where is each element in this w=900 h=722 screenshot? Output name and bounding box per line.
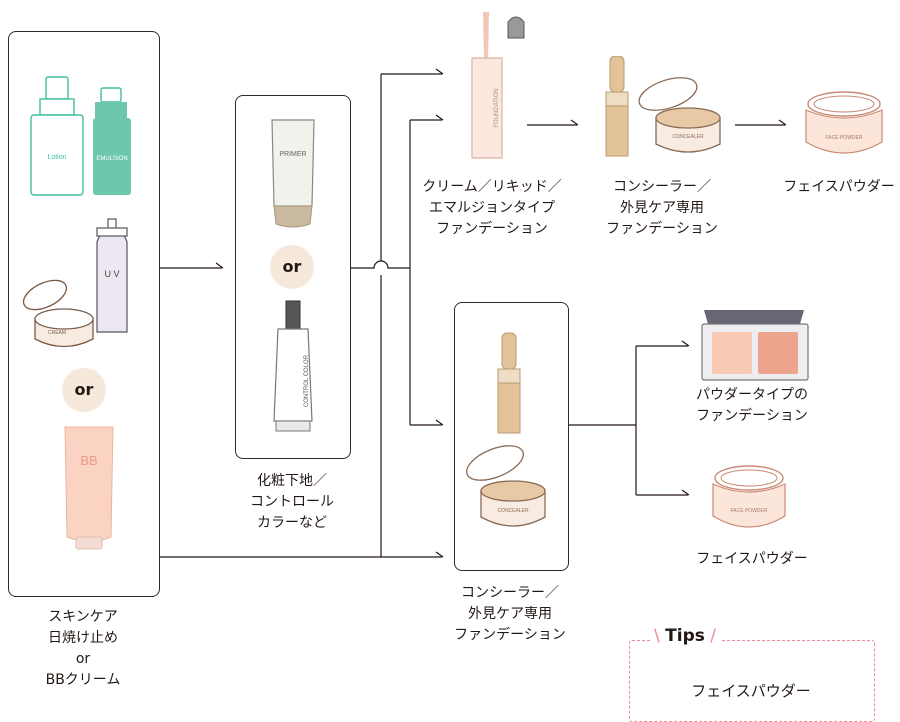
cream-label: CREAM xyxy=(48,330,66,336)
primer-label: PRIMER xyxy=(279,151,306,158)
or-badge: or xyxy=(62,368,106,412)
connector-primer-to-branch xyxy=(350,260,410,269)
arrowhead xyxy=(215,262,224,269)
concealer-top-label: コンシーラー／ 外見ケア専用 ファンデーション xyxy=(606,179,718,237)
primer-illustration: PRIMER CONTROL COLOR xyxy=(271,119,315,432)
lotion-label: Lotion xyxy=(47,154,66,161)
concealer-stick-icon xyxy=(605,56,629,157)
uv-label: U V xyxy=(104,269,119,279)
concealer-jar-icon: CONCEALER xyxy=(466,445,546,527)
arrowhead xyxy=(435,419,444,426)
face-powder-bottom-icon: FACE POWDER xyxy=(712,465,786,528)
arrowhead xyxy=(570,119,579,126)
primer-tube-icon: PRIMER xyxy=(271,119,315,228)
face-powder-bottom-label: フェイスパウダー xyxy=(696,551,808,567)
face-powder-label: FACE POWDER xyxy=(826,135,863,141)
face-powder-top-icon: FACE POWDER xyxy=(805,91,883,154)
tips-body: フェイスパウダー xyxy=(691,682,811,700)
emulsion-bottle-icon: EMULSION xyxy=(93,87,131,195)
control-color-tube-icon: CONTROL COLOR xyxy=(273,300,313,432)
foundation-label: FOUNDATION xyxy=(494,88,500,127)
or-badge: or xyxy=(270,245,314,289)
face-powder-top-label: フェイスパウダー xyxy=(783,179,895,195)
concealer-jar-label: CONCEALER xyxy=(497,508,529,514)
concealer-stick-icon xyxy=(497,332,521,434)
concealer-bottom-label: コンシーラー／ 外見ケア専用 ファンデーション xyxy=(454,585,566,643)
arrowhead xyxy=(435,551,444,558)
tips-slash-left: \ xyxy=(654,626,666,646)
arrowhead xyxy=(681,489,690,496)
concealer-bottom-illustration: CONCEALER xyxy=(466,332,546,527)
primer-step-label: 化粧下地／ コントロール カラーなど xyxy=(250,473,334,531)
bb-tube-icon: BB xyxy=(64,426,114,550)
skincare-illustration: Lotion EMULSION U V CREAM BB xyxy=(22,76,131,550)
emulsion-label: EMULSION xyxy=(96,156,127,162)
bb-label: BB xyxy=(80,453,97,468)
uv-tube-icon: U V xyxy=(96,218,128,333)
powder-compact-icon xyxy=(701,310,809,381)
tips-slash-right: / xyxy=(704,626,716,646)
face-powder-label: FACE POWDER xyxy=(731,508,768,514)
arrowhead xyxy=(681,340,690,347)
control-color-label: CONTROL COLOR xyxy=(304,354,310,407)
arrowhead xyxy=(435,114,444,121)
arrowhead xyxy=(778,119,787,126)
tips-title: \ Tips / xyxy=(650,626,720,646)
skincare-step-label: スキンケア 日焼け止め or BBクリーム xyxy=(45,609,121,688)
concealer-jar-icon: CONCEALER xyxy=(638,77,721,153)
tips-title-text: Tips xyxy=(665,626,705,646)
powder-foundation-label: パウダータイプの ファンデーション xyxy=(696,387,808,424)
concealer-step-box: CONCEALER xyxy=(454,302,569,571)
skincare-step-box: Lotion EMULSION U V CREAM BB xyxy=(8,31,160,597)
foundation-tube-icon: FOUNDATION xyxy=(471,12,525,159)
concealer-set-top-icon: CONCEALER xyxy=(605,56,721,157)
concealer-jar-label: CONCEALER xyxy=(672,134,704,140)
flow-connectors xyxy=(160,68,787,558)
cream-jar-icon: CREAM xyxy=(22,279,94,348)
arrowhead xyxy=(435,68,444,75)
lotion-bottle-icon: Lotion xyxy=(30,76,84,196)
cream-foundation-label: クリーム／リキッド／ エマルジョンタイプ ファンデーション xyxy=(422,179,562,237)
